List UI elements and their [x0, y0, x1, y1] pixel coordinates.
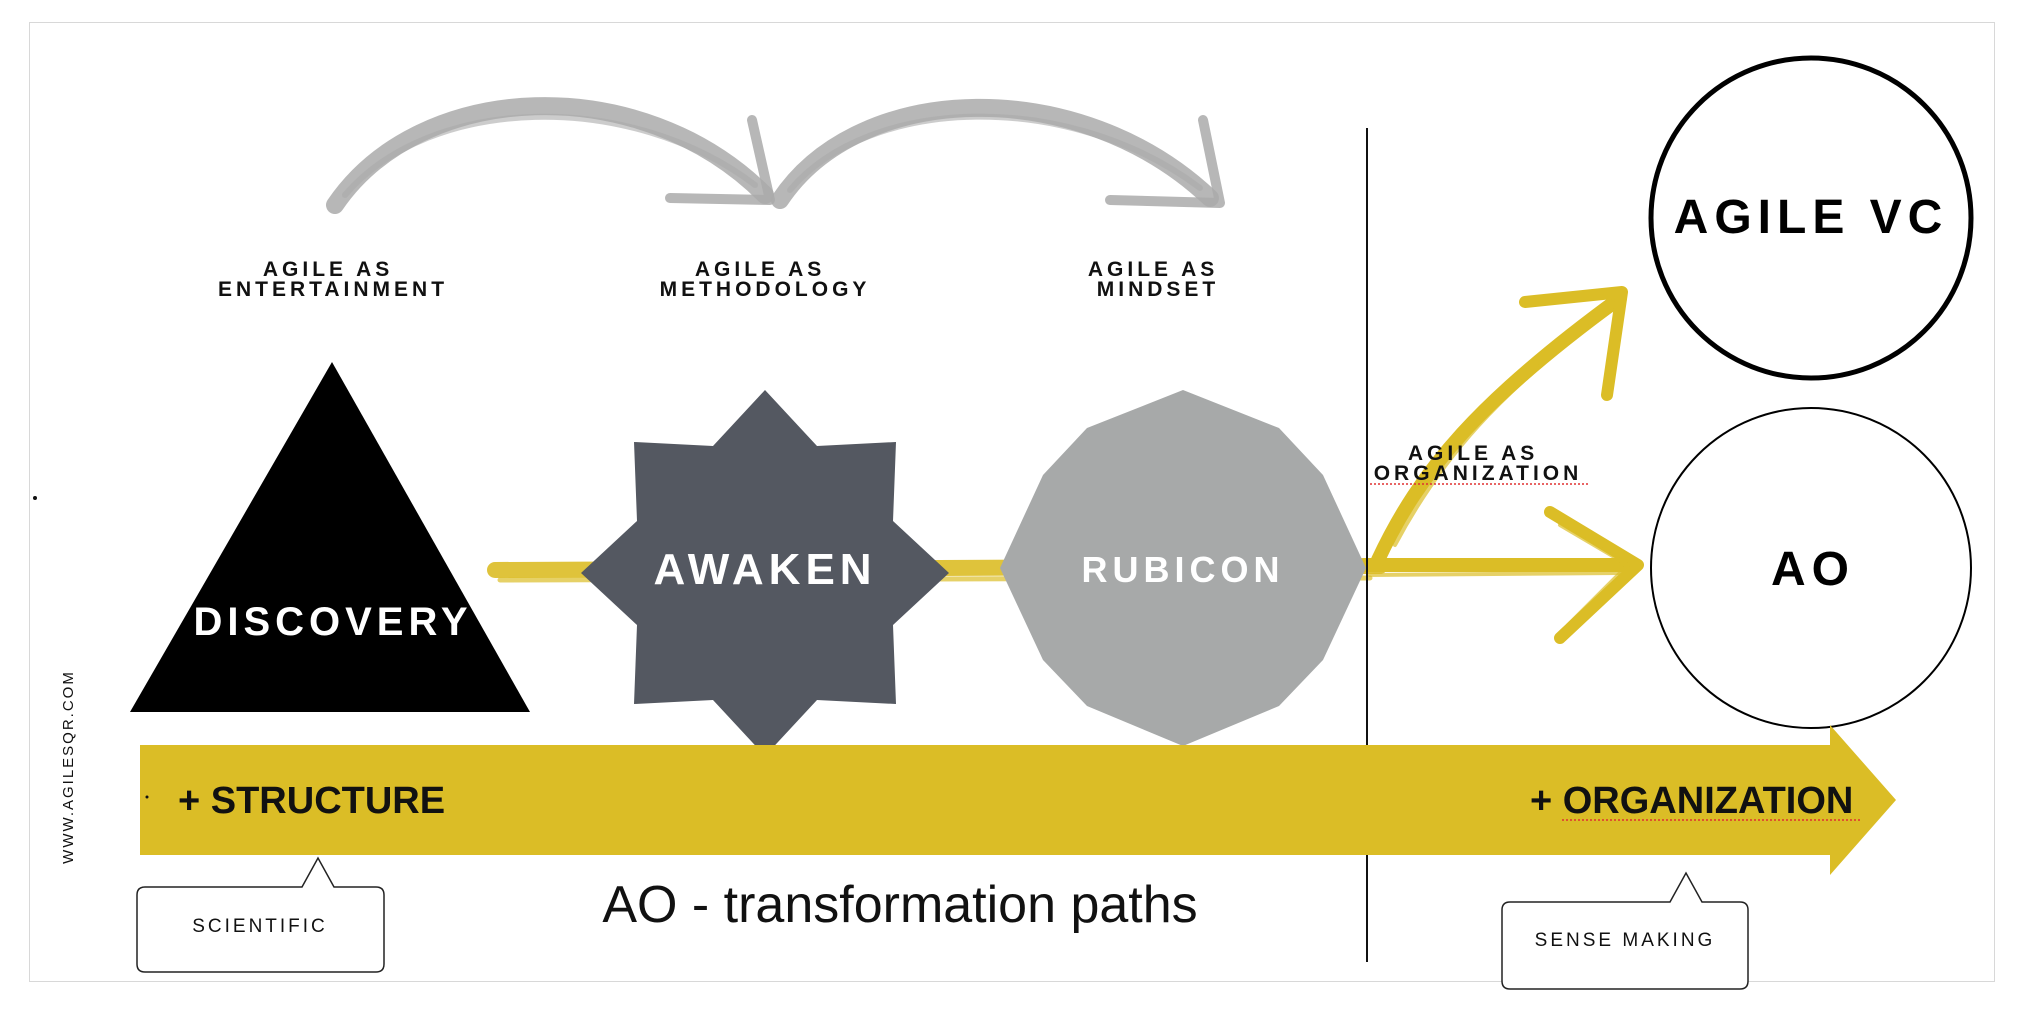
- ao-label: AO: [1771, 543, 1855, 596]
- stage-label-methodology: AGILE AS METHODOLOGY: [660, 258, 871, 301]
- awaken-star: [581, 390, 949, 756]
- stage-label-entertainment: AGILE AS ENTERTAINMENT: [218, 258, 448, 301]
- band-label-organization: + ORGANIZATION: [1530, 780, 1853, 822]
- diagram-caption: AO - transformation paths: [602, 876, 1197, 934]
- stage-label-organization: AGILE AS ORGANIZATION: [1374, 442, 1583, 485]
- stray-dot: [145, 795, 149, 799]
- awaken-label: AWAKEN: [653, 545, 876, 594]
- diagram-frame: [29, 22, 1995, 982]
- agile-vc-circle: [1648, 55, 1974, 381]
- discovery-label: DISCOVERY: [193, 600, 472, 644]
- ao-circle: [1650, 407, 1972, 729]
- stray-dot: [33, 496, 37, 500]
- bubble-scientific-text: SCIENTIFIC: [192, 916, 328, 937]
- bubble-sense-making-text: SENSE MAKING: [1535, 930, 1716, 951]
- brush-arc-arrows: [326, 97, 1225, 214]
- gold-band-arrow: [140, 725, 1896, 875]
- brush-arc-left: [326, 97, 774, 214]
- stage-label-mindset: AGILE AS MINDSET: [1088, 258, 1228, 301]
- rubicon-octagon: [1000, 390, 1366, 746]
- brush-arc-left-head: [665, 115, 775, 205]
- gold-arrow-to-ao: [1358, 506, 1644, 644]
- bubble-scientific: [136, 856, 385, 973]
- website-text: WWW.AGILESQR.COM: [60, 670, 77, 864]
- band-label-structure: + STRUCTURE: [178, 780, 445, 822]
- brush-arc-right-head: [1105, 115, 1225, 208]
- gold-arrow-to-agile-vc: [1371, 286, 1628, 567]
- rubicon-label: RUBICON: [1082, 549, 1285, 590]
- bubble-sense-making: [1501, 871, 1749, 990]
- discovery-triangle: [130, 362, 530, 712]
- agile-vc-label: AGILE VC: [1674, 191, 1949, 244]
